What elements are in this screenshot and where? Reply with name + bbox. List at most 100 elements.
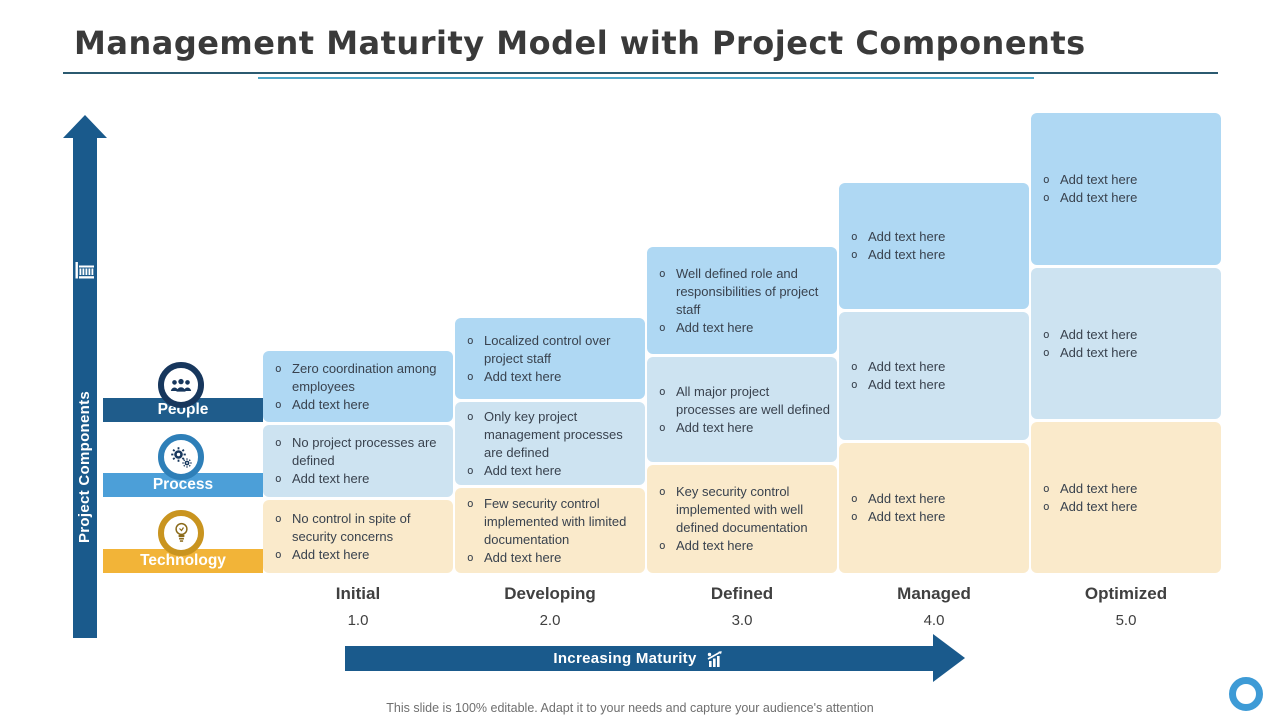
x-axis-arrow-head — [933, 634, 965, 682]
bullet-text: Add text here — [1060, 172, 1138, 187]
text-box-technology-level-1: o No control in spite of security concern… — [263, 500, 453, 573]
bullet-marker-icon: o — [1043, 173, 1050, 186]
bullet-marker-icon: o — [275, 361, 282, 375]
bullet-item: o Add text here — [275, 470, 447, 488]
bullet-text: Well defined role and responsibilities o… — [676, 265, 819, 317]
people-icon-circle — [158, 362, 204, 408]
bullet-item: o Well defined role and responsibilities … — [659, 265, 831, 319]
bullet-item: o Add text here — [1043, 189, 1215, 207]
column-label-managed: Managed — [897, 584, 971, 603]
bullet-marker-icon: o — [467, 409, 474, 423]
text-box-people-level-3: o Well defined role and responsibilities … — [647, 247, 837, 354]
bullet-text: Add text here — [676, 419, 754, 435]
column-label-optimized: Optimized — [1084, 584, 1168, 603]
bullet-item: o Add text here — [467, 462, 639, 480]
people-icon — [170, 378, 192, 392]
bullet-item: o Only key project management processes a… — [467, 408, 639, 462]
bullet-marker-icon: o — [1043, 345, 1050, 359]
building-icon — [75, 262, 95, 281]
process-icon-circle — [158, 434, 204, 480]
bullet-marker-icon: o — [851, 510, 858, 523]
bullet-marker-icon: o — [659, 266, 666, 280]
bullet-item: o All major project processes are well de… — [659, 383, 831, 419]
bullet-marker-icon: o — [659, 539, 666, 552]
bullet-marker-icon: o — [1043, 481, 1050, 495]
bullet-text: Add text here — [292, 471, 370, 486]
bullet-marker-icon: o — [275, 436, 282, 449]
column-level-developing: 2.0 — [539, 612, 561, 629]
bullet-text: All major project processes are well def… — [676, 383, 830, 417]
bullet-text: Add text here — [292, 396, 370, 412]
bullet-item: o Add text here — [851, 376, 1023, 394]
bullet-text: No project processes are defined — [292, 435, 437, 468]
y-axis-label: Project Components — [76, 390, 93, 544]
column-label-initial: Initial — [335, 584, 381, 603]
y-axis-arrow-shaft — [73, 137, 97, 638]
bullet-marker-icon: o — [467, 463, 474, 477]
text-box-process-level-3: o All major project processes are well de… — [647, 357, 837, 462]
bullet-marker-icon: o — [275, 547, 282, 561]
title-underline-primary — [63, 72, 1218, 74]
row-bar-label-process: Process — [152, 476, 214, 493]
bullet-text: Add text here — [676, 319, 754, 335]
y-axis-arrow-head — [63, 115, 107, 138]
bullet-marker-icon: o — [1043, 327, 1050, 341]
bullet-text: Key security control implemented with we… — [676, 484, 808, 535]
bullet-text: Add text here — [484, 368, 562, 384]
technology-icon-circle — [158, 510, 204, 556]
bullet-text: Only key project management processes ar… — [484, 408, 623, 460]
bullet-item: o Add text here — [659, 537, 831, 555]
page-title: Management Maturity Model with Project C… — [74, 24, 1086, 62]
bullet-marker-icon: o — [851, 378, 858, 391]
bullet-marker-icon: o — [659, 384, 666, 398]
bullet-text: Add text here — [1060, 326, 1138, 342]
bullet-marker-icon: o — [851, 492, 858, 505]
title-underline-secondary — [258, 77, 1034, 79]
x-axis-label: Increasing Maturity — [553, 650, 697, 667]
bullet-text: Add text here — [292, 546, 370, 562]
bullet-text: Add text here — [1060, 480, 1138, 496]
column-level-initial: 1.0 — [347, 612, 369, 629]
column-level-managed: 4.0 — [923, 612, 945, 629]
bullet-text: Add text here — [868, 247, 946, 262]
bullet-item: o Add text here — [275, 546, 447, 564]
column-level-defined: 3.0 — [731, 612, 753, 629]
bullet-marker-icon: o — [1043, 191, 1050, 204]
bullet-text: Add text here — [868, 377, 946, 392]
bullet-text: Add text here — [484, 462, 562, 478]
bullet-text: Zero coordination among employees — [292, 360, 437, 394]
bullet-item: o No project processes are defined — [275, 434, 447, 470]
bullet-marker-icon: o — [275, 472, 282, 485]
bullet-text: Add text here — [1060, 190, 1138, 205]
bullet-item: o Zero coordination among employees — [275, 360, 447, 396]
bullet-text: Add text here — [676, 538, 754, 553]
bullet-marker-icon: o — [851, 248, 858, 261]
gears-icon — [171, 447, 192, 468]
logo-ring-icon — [1229, 677, 1263, 711]
bullet-text: Add text here — [868, 359, 946, 374]
bullet-marker-icon: o — [851, 230, 858, 243]
lightbulb-icon — [174, 522, 188, 542]
bullet-text: No control in spite of security concerns — [292, 510, 411, 544]
bullet-text: Few security control implemented with li… — [484, 495, 627, 547]
